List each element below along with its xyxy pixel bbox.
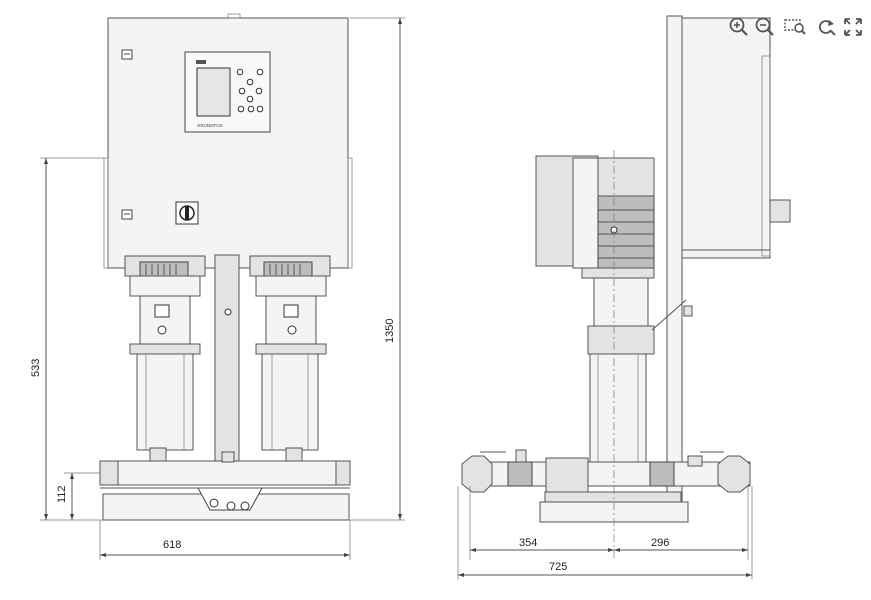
dim-front-total-height: 1350 bbox=[384, 319, 396, 343]
controller-panel: GRUNDFOS bbox=[184, 51, 271, 133]
controller-brand-label: GRUNDFOS bbox=[197, 123, 223, 128]
pump-right bbox=[249, 255, 331, 463]
side-manifold bbox=[461, 449, 751, 523]
rotate-icon[interactable] bbox=[814, 14, 840, 40]
dim-front-base-height: 112 bbox=[56, 485, 68, 503]
dim-front-suction-height: 533 bbox=[30, 359, 42, 377]
side-pump bbox=[587, 277, 693, 476]
zoom-area-icon[interactable] bbox=[782, 14, 808, 40]
dim-side-left: 354 bbox=[519, 537, 537, 549]
main-switch bbox=[175, 201, 199, 225]
front-manifold bbox=[99, 460, 351, 486]
pump-left bbox=[124, 255, 206, 463]
dim-front-width: 618 bbox=[163, 539, 181, 551]
dim-side-right: 296 bbox=[651, 537, 669, 549]
front-view: GRUNDFOS bbox=[30, 13, 405, 560]
zoom-out-icon[interactable] bbox=[752, 14, 778, 40]
fullscreen-icon[interactable] bbox=[840, 14, 866, 40]
controller-display bbox=[196, 67, 231, 117]
viewer-toolbar bbox=[726, 14, 871, 42]
side-cabinet bbox=[666, 15, 683, 509]
side-view: 354 296 725 bbox=[457, 15, 791, 580]
zoom-in-icon[interactable] bbox=[726, 14, 752, 40]
side-motor bbox=[535, 155, 655, 279]
dim-side-total: 725 bbox=[549, 561, 567, 573]
